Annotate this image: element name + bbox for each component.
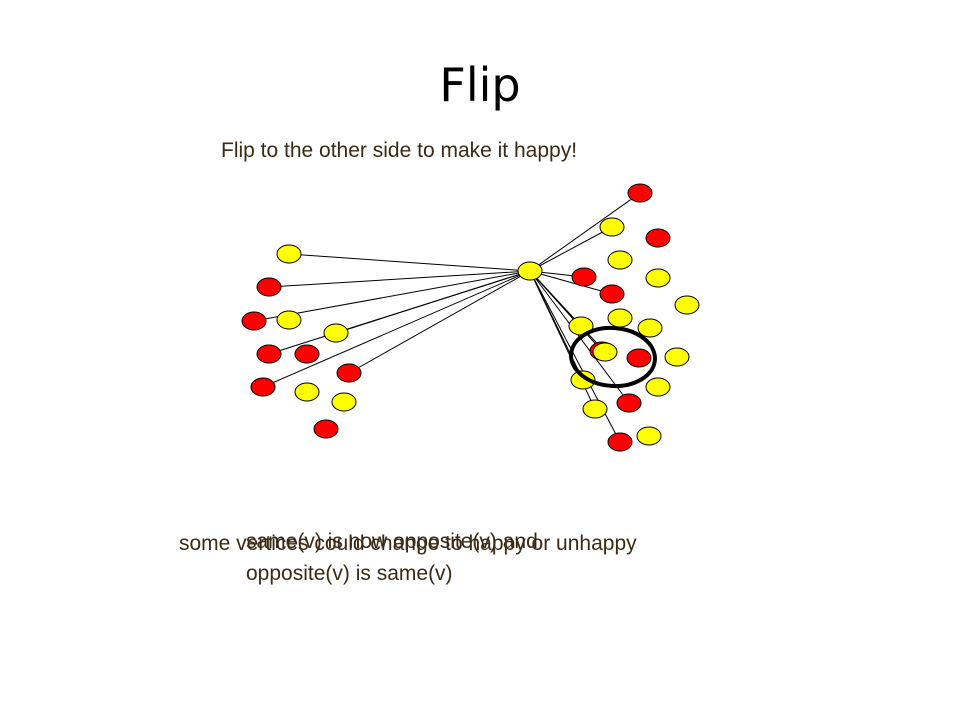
- red-vertex-14: [645, 228, 671, 248]
- yellow-vertex-24: [664, 347, 690, 367]
- yellow-vertex-17: [645, 268, 671, 288]
- yellow-vertex-31: [636, 426, 662, 446]
- yellow-vertex-26: [592, 342, 618, 362]
- edge-0: [288, 253, 531, 272]
- edge-5: [268, 270, 531, 355]
- red-vertex-2: [241, 311, 267, 331]
- edge-13: [529, 226, 613, 272]
- yellow-vertex-3: [276, 310, 302, 330]
- red-vertex-16: [571, 267, 597, 287]
- slide-title: Flip: [439, 58, 521, 112]
- red-vertex-25: [626, 348, 652, 368]
- yellow-vertex-22: [637, 318, 663, 338]
- edge-26: [529, 270, 606, 353]
- red-vertex-6: [294, 344, 320, 364]
- yellow-vertex-0: [276, 244, 302, 264]
- flipped-hub-vertex: [517, 261, 543, 281]
- edge-12: [529, 192, 641, 272]
- subtitle: Flip to the other side to make it happy!: [221, 139, 578, 162]
- red-vertex-5: [256, 344, 282, 364]
- edge-2: [253, 270, 531, 322]
- edge-7: [262, 270, 531, 388]
- swap-note-line-2: opposite(v) is same(v): [246, 562, 453, 585]
- red-vertex-18: [599, 284, 625, 304]
- yellow-vertex-9: [294, 382, 320, 402]
- edge-1: [268, 270, 531, 288]
- happiness-note: some vertices could change to happy or u…: [179, 532, 637, 555]
- red-vertex-32: [607, 432, 633, 452]
- yellow-vertex-27: [570, 370, 596, 390]
- red-vertex-1: [256, 277, 282, 297]
- yellow-vertex-13: [599, 217, 625, 237]
- yellow-vertex-10: [331, 392, 357, 412]
- edge-18: [529, 270, 613, 295]
- yellow-vertex-30: [582, 399, 608, 419]
- swap-note-line-1: same(v) is now opposite(v) and: [246, 530, 538, 553]
- yellow-vertex-4: [323, 323, 349, 343]
- red-vertex-11: [313, 419, 339, 439]
- red-vertex-7: [250, 377, 276, 397]
- red-vertex-8: [336, 363, 362, 383]
- red-vertex-12: [627, 183, 653, 203]
- yellow-vertex-20: [607, 308, 633, 328]
- flipped-vertex-highlight: [569, 325, 657, 389]
- yellow-vertex-15: [607, 250, 633, 270]
- vertices: [241, 183, 700, 452]
- edge-8: [348, 270, 531, 374]
- red-vertex-29: [616, 393, 642, 413]
- yellow-vertex-28: [645, 377, 671, 397]
- yellow-vertex-19: [674, 295, 700, 315]
